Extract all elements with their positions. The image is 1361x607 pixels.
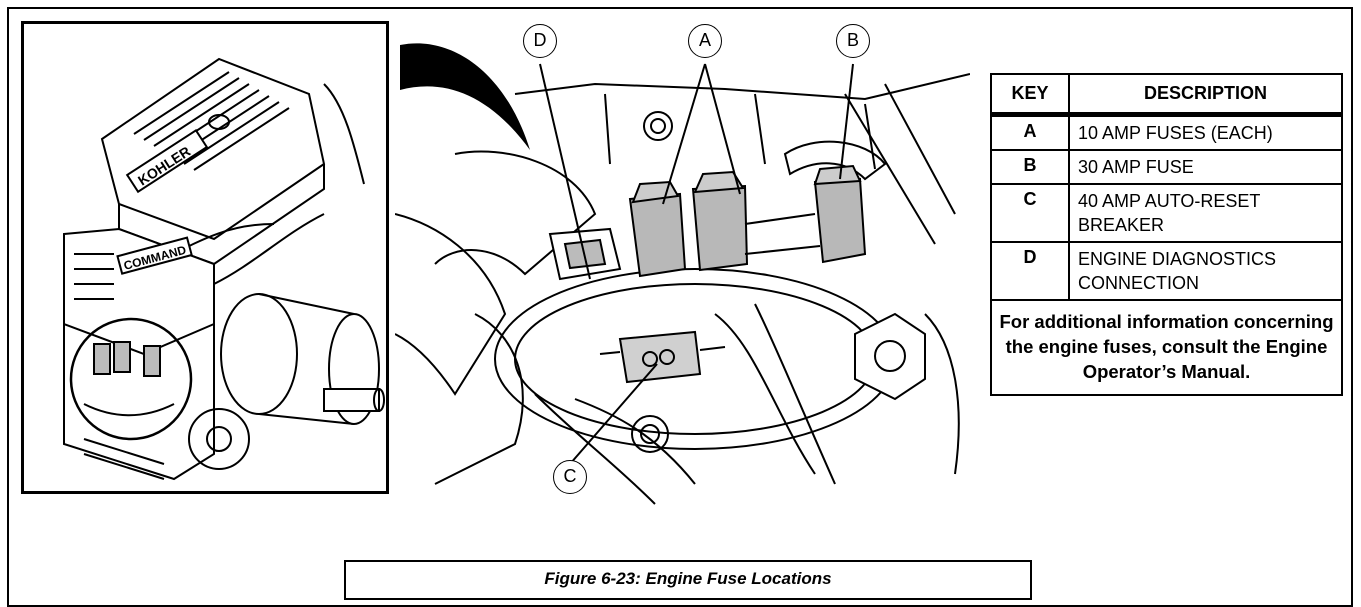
table-note-row: For additional information concerning th… [991,300,1342,395]
key-column-header: KEY [991,74,1069,115]
description-cell: ENGINE DIAGNOSTICS CONNECTION [1069,242,1342,300]
table-row: A 10 AMP FUSES (EACH) [991,115,1342,151]
table-row: C 40 AMP AUTO-RESET BREAKER [991,184,1342,242]
callout-d: D [523,24,557,58]
description-column-header: DESCRIPTION [1069,74,1342,115]
description-cell: 40 AMP AUTO-RESET BREAKER [1069,184,1342,242]
callout-a: A [688,24,722,58]
key-cell: B [991,150,1069,184]
key-table-header-row: KEY DESCRIPTION [991,74,1342,115]
key-table: KEY DESCRIPTION A 10 AMP FUSES (EACH) B … [990,73,1343,396]
table-row: B 30 AMP FUSE [991,150,1342,184]
description-cell: 30 AMP FUSE [1069,150,1342,184]
key-cell: A [991,115,1069,151]
key-cell: C [991,184,1069,242]
callout-b: B [836,24,870,58]
callout-c: C [553,460,587,494]
engine-overview-illustration: KOHLER COMMAND [21,21,389,494]
key-cell: D [991,242,1069,300]
description-cell: 10 AMP FUSES (EACH) [1069,115,1342,151]
table-note: For additional information concerning th… [991,300,1342,395]
figure-caption-box: Figure 6-23: Engine Fuse Locations [344,560,1032,600]
table-row: D ENGINE DIAGNOSTICS CONNECTION [991,242,1342,300]
figure-caption: Figure 6-23: Engine Fuse Locations [544,569,831,588]
fuse-detail-illustration [395,14,970,506]
